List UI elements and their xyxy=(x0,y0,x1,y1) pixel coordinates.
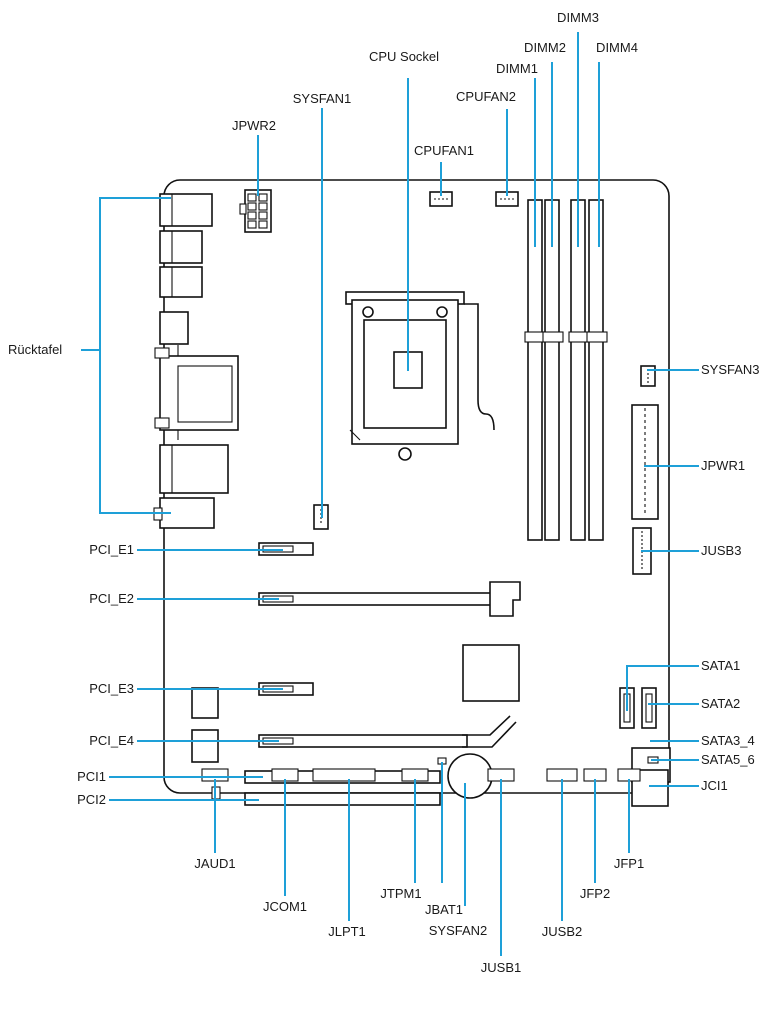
label-jpwr1: JPWR1 xyxy=(701,458,746,473)
label-sata2: SATA2 xyxy=(701,696,741,711)
label-cpufan1: CPUFAN1 xyxy=(414,143,474,158)
label-jcom1: JCOM1 xyxy=(262,899,308,914)
chip-small-2 xyxy=(191,729,219,763)
label-jusb3: JUSB3 xyxy=(701,543,742,558)
label-jbat1: JBAT1 xyxy=(424,902,464,917)
label-jci1: JCI1 xyxy=(701,778,728,793)
label-sata5-6: SATA5_6 xyxy=(701,752,755,767)
label-sata3-4: SATA3_4 xyxy=(701,733,755,748)
label-jtpm1: JTPM1 xyxy=(380,886,422,901)
chipset xyxy=(462,644,520,702)
label-sysfan3: SYSFAN3 xyxy=(701,362,760,377)
label-dimm3: DIMM3 xyxy=(557,10,599,25)
label-pci-e4: PCI_E4 xyxy=(89,733,134,748)
label-pci-e3: PCI_E3 xyxy=(89,681,134,696)
label-jpwr2: JPWR2 xyxy=(231,118,277,133)
jpwr2-connector xyxy=(239,189,272,233)
pci-e2-slot xyxy=(258,581,521,617)
label-jlpt1: JLPT1 xyxy=(328,924,366,939)
label-sysfan2: SYSFAN2 xyxy=(428,923,488,938)
label-ruecktafel: Rücktafel xyxy=(8,342,63,357)
label-sata1: SATA1 xyxy=(701,658,741,673)
label-jaud1: JAUD1 xyxy=(194,856,236,871)
label-jusb2: JUSB2 xyxy=(541,924,583,939)
label-dimm4: DIMM4 xyxy=(596,40,638,55)
label-pci-e2: PCI_E2 xyxy=(89,591,134,606)
back-panel-connectors xyxy=(153,193,239,529)
label-jusb1: JUSB1 xyxy=(480,960,522,975)
label-pci2: PCI2 xyxy=(77,792,106,807)
pci2-slot xyxy=(244,792,441,806)
dimm-slots xyxy=(524,199,608,541)
label-dimm2: DIMM2 xyxy=(524,40,566,55)
leader-lines xyxy=(81,32,699,956)
jpwr1-connector xyxy=(631,404,659,520)
label-cpufan2: CPUFAN2 xyxy=(456,89,516,104)
label-dimm1: DIMM1 xyxy=(496,61,538,76)
label-jfp1: JFP1 xyxy=(613,856,645,871)
label-pci1: PCI1 xyxy=(77,769,106,784)
sata5-6-connector xyxy=(631,769,669,807)
cpu-socket xyxy=(345,291,495,461)
pci-e4-slot xyxy=(258,715,517,748)
label-sysfan1: SYSFAN1 xyxy=(292,91,352,106)
chip-small-1 xyxy=(191,687,219,719)
label-jfp2: JFP2 xyxy=(579,886,611,901)
sata2-connector xyxy=(641,687,657,729)
label-pci-e1: PCI_E1 xyxy=(89,542,134,557)
cmos-battery xyxy=(447,753,493,799)
label-cpu-sockel: CPU Sockel xyxy=(368,49,440,64)
